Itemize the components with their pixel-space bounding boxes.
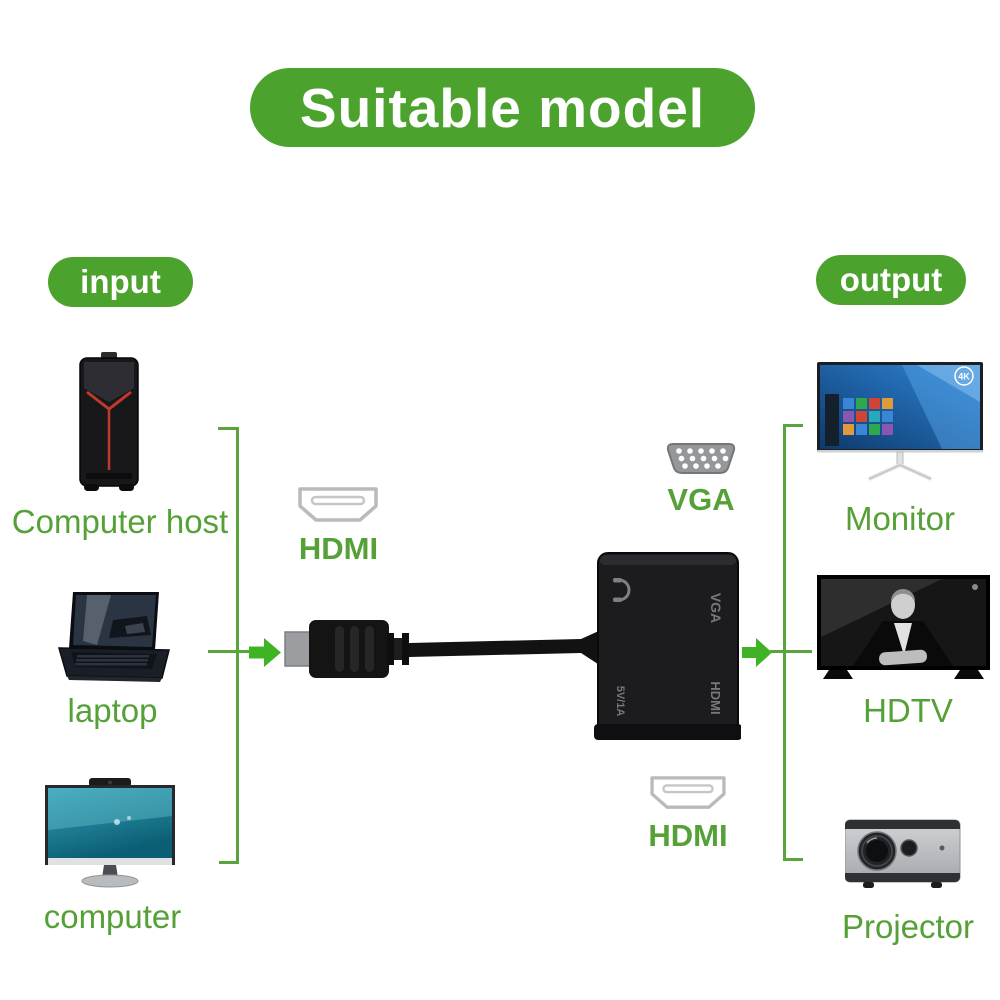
input-device-label-computer: computer bbox=[43, 898, 182, 935]
output-section-label: output bbox=[816, 255, 966, 305]
vga-port-icon bbox=[666, 443, 736, 474]
input-device-label-laptop: laptop bbox=[67, 692, 158, 729]
adapter-print-hdmi: HDMI bbox=[708, 681, 723, 714]
output-device-label-projector: Projector bbox=[841, 908, 975, 945]
4k-badge-icon bbox=[954, 366, 974, 386]
adapter-cable bbox=[409, 630, 601, 666]
hdmi-to-vga-hdmi-adapter: VGA 5V/1A HDMI bbox=[284, 552, 741, 740]
hdmi-plug-body bbox=[309, 620, 389, 678]
input-bracket-top-line bbox=[218, 427, 239, 430]
output-vga-label: VGA bbox=[667, 482, 735, 517]
input-to-adapter-line bbox=[208, 650, 250, 653]
adapter-print-vga: VGA bbox=[708, 593, 724, 623]
output-bracket-top-line bbox=[783, 424, 803, 427]
output-arrow-icon bbox=[742, 638, 772, 667]
projector-icon bbox=[845, 819, 961, 888]
hdmi-port-icon bbox=[650, 776, 726, 809]
hdmi-port-icon bbox=[298, 487, 378, 522]
input-arrow-icon bbox=[249, 638, 281, 667]
adapter-print-power: 5V/1A bbox=[614, 686, 626, 717]
hdtv-icon bbox=[817, 575, 990, 679]
hdmi-plug-tip bbox=[284, 631, 313, 667]
input-bracket-vertical-line bbox=[236, 427, 239, 864]
monitor-badge-text: 4K bbox=[958, 372, 970, 382]
input-device-label-computer-host: Computer host bbox=[11, 503, 229, 540]
laptop-icon bbox=[58, 592, 170, 682]
adapter-to-output-line bbox=[770, 650, 812, 653]
output-bracket-vertical-line bbox=[783, 424, 786, 861]
page-title: Suitable model bbox=[250, 68, 755, 147]
input-hdmi-label: HDMI bbox=[298, 531, 379, 566]
monitor-icon: 4K bbox=[817, 362, 983, 481]
desktop-tower-icon bbox=[79, 352, 139, 491]
output-hdmi-label: HDMI bbox=[648, 818, 728, 853]
input-bracket-bottom-line bbox=[219, 861, 239, 864]
all-in-one-computer-icon bbox=[45, 778, 175, 888]
headset-jack-icon bbox=[613, 578, 631, 602]
output-bracket-bottom-line bbox=[783, 858, 803, 861]
output-device-label-monitor: Monitor bbox=[844, 500, 956, 537]
input-section-label: input bbox=[48, 257, 193, 307]
output-device-label-hdtv: HDTV bbox=[863, 692, 953, 729]
